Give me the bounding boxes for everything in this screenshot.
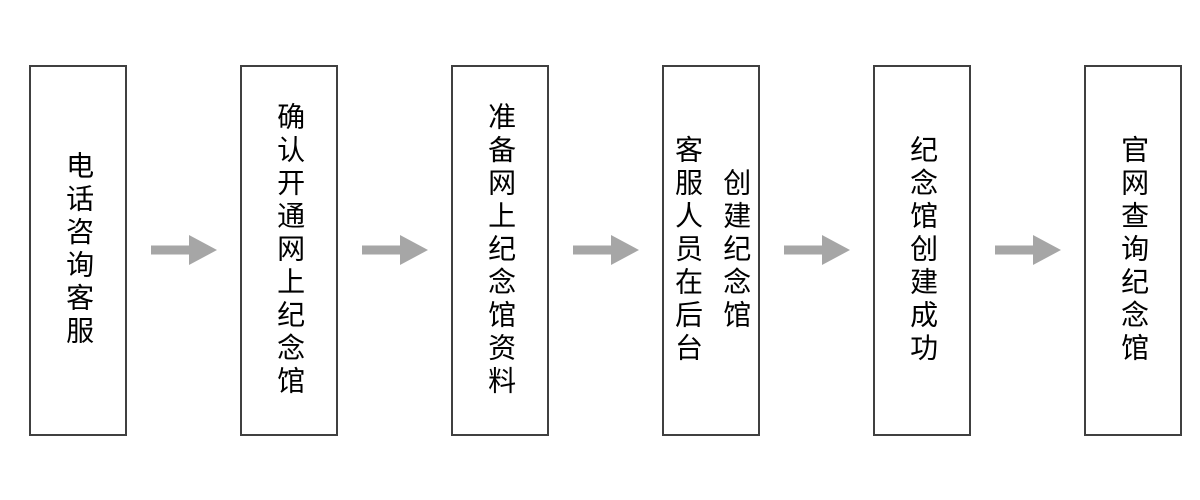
flow-step-3-label: 准备网上纪念馆资料 [485,101,517,399]
flow-step-1-label: 电话咨询客服 [63,151,95,349]
flow-step-4-label-col1: 客服人员在后台 [672,134,703,366]
flow-step-6-label: 官网查询纪念馆 [1118,134,1150,366]
flow-arrow-4 [760,65,873,436]
arrow-right-icon [150,235,217,265]
flow-arrow-2 [338,65,451,436]
flow-step-1: 电话咨询客服 [29,64,127,436]
arrow-right-icon [994,235,1061,265]
flow-step-2-label: 确认开通网上纪念馆 [274,101,306,399]
flow-arrow-1 [127,65,240,436]
flow-step-4: 客服人员在后台 创建纪念馆 [662,64,760,436]
flow-arrow-3 [549,65,662,436]
flow-step-6: 官网查询纪念馆 [1084,64,1182,436]
arrow-right-icon [572,235,639,265]
flow-step-4-label-col2: 创建纪念馆 [720,167,752,333]
flow-step-3: 准备网上纪念馆资料 [451,64,549,436]
flow-step-2: 确认开通网上纪念馆 [240,64,338,436]
flow-row: 电话咨询客服 确认开通网上纪念馆 准备网上纪念馆资料 客服人员在后台 创建纪念馆 [0,64,1182,436]
flow-step-5: 纪念馆创建成功 [873,64,971,436]
flow-step-5-label: 纪念馆创建成功 [907,134,939,366]
arrow-right-icon [361,235,428,265]
flow-arrow-5 [971,65,1084,436]
arrow-right-icon [783,235,850,265]
